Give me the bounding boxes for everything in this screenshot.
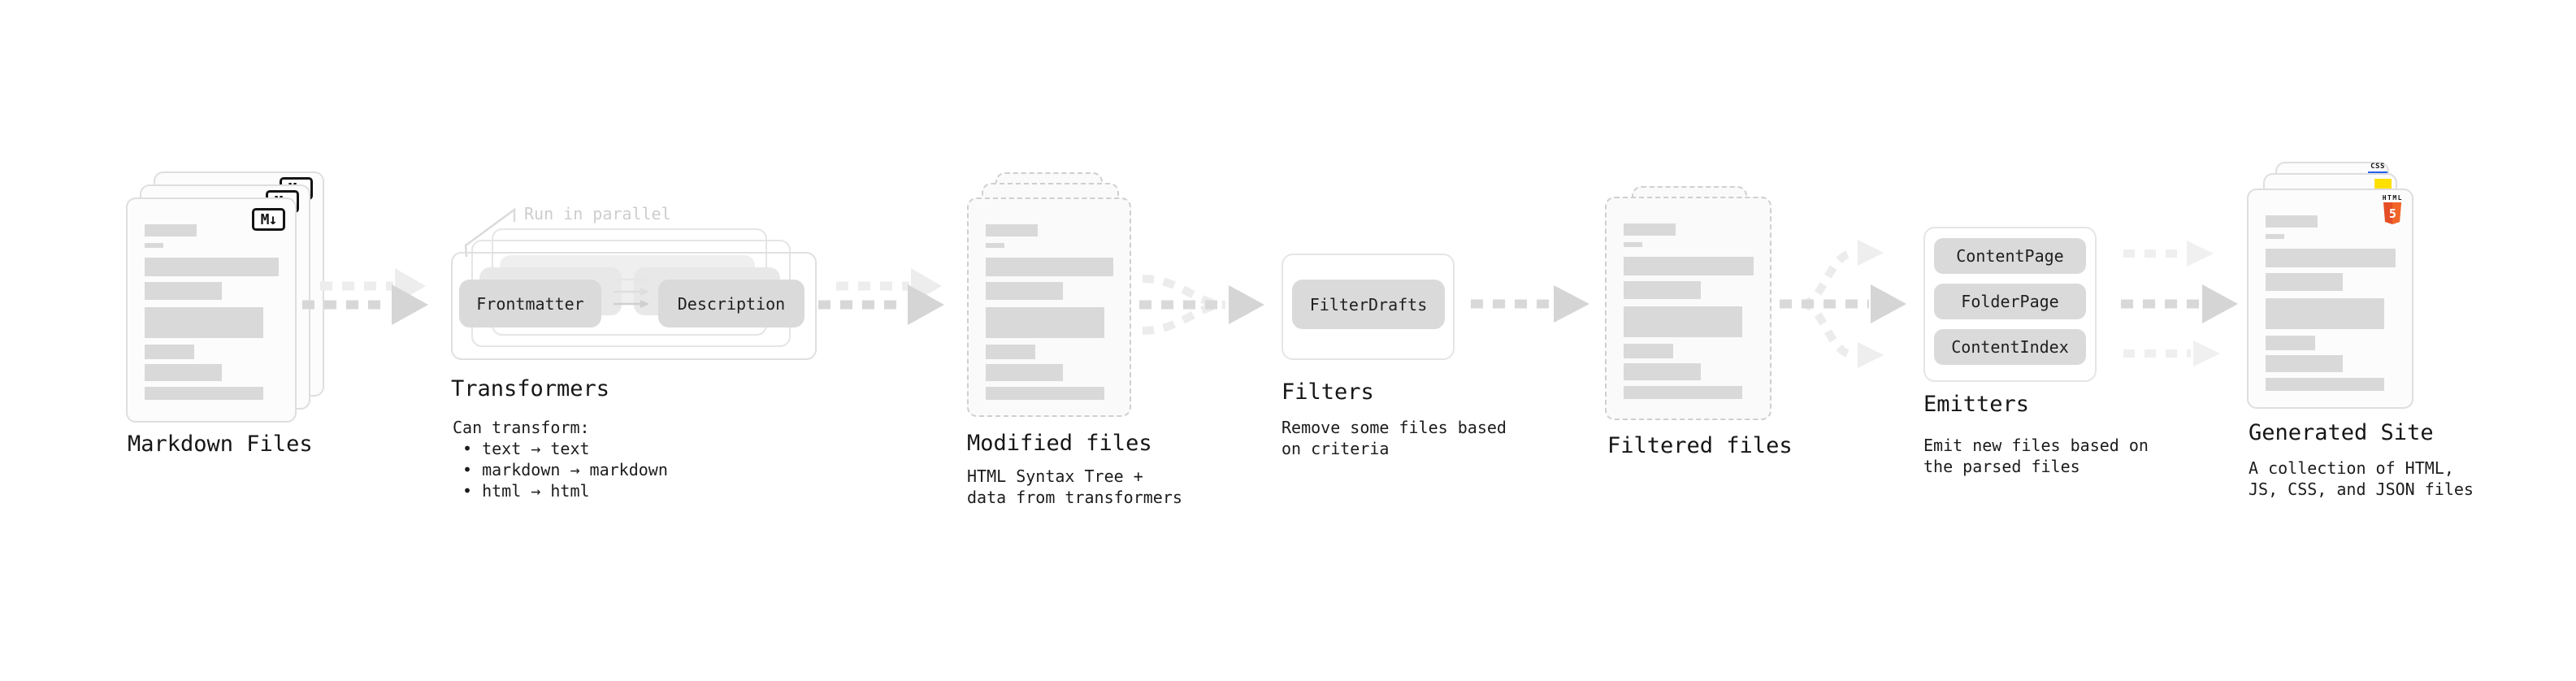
transformer-card-front — [451, 252, 817, 360]
desc-line: A collection of HTML, — [2249, 458, 2454, 478]
skeleton-bar — [2266, 378, 2384, 391]
stage-emitters: ContentPage FolderPage ContentIndex Emit… — [1923, 203, 2159, 496]
js-logo-icon — [2374, 179, 2392, 189]
stage-filtered-files: Filtered files — [1605, 163, 1832, 504]
skeleton-bar — [145, 224, 197, 236]
skeleton-bar — [2266, 298, 2384, 329]
skeleton-bar — [145, 243, 163, 248]
doc-content-skeleton — [986, 224, 1113, 400]
desc-line: Remove some files based — [1281, 418, 1507, 437]
bullet-line: • text → text — [462, 439, 590, 458]
generated-description: A collection of HTML, JS, CSS, and JSON … — [2249, 458, 2474, 500]
desc-line: on criteria — [1281, 439, 1390, 458]
emitter-pill-contentindex: ContentIndex — [1934, 329, 2086, 365]
stage-modified-files: Modified files HTML Syntax Tree + data f… — [967, 158, 1195, 516]
doc-content-skeleton — [2266, 215, 2396, 391]
doc-content-skeleton — [1624, 223, 1754, 399]
bullet-line: • html → html — [462, 481, 590, 501]
flow-arrow-icon — [1471, 285, 1589, 323]
stage-label: Modified files — [967, 431, 1152, 456]
flow-arrow-icon — [302, 268, 428, 325]
skeleton-bar — [1624, 344, 1673, 358]
html5-shield: 5 — [2383, 202, 2402, 224]
desc-line: JS, CSS, and JSON files — [2249, 479, 2474, 499]
filtered-file-card-front — [1605, 197, 1772, 420]
stage-filters: FilterDrafts Filters Remove some files b… — [1281, 219, 1517, 488]
transformer-pill-description: Description — [658, 280, 804, 327]
desc-line: the parsed files — [1923, 457, 2080, 476]
generated-file-card-front: HTML 5 — [2247, 189, 2413, 409]
desc-line: Can transform: — [453, 418, 590, 437]
stage-label: Generated Site — [2249, 420, 2434, 445]
skeleton-bar — [986, 258, 1113, 276]
filter-pill-filterdrafts: FilterDrafts — [1292, 280, 1445, 329]
html5-number: 5 — [2388, 206, 2396, 221]
skeleton-bar — [1624, 306, 1742, 337]
modified-description: HTML Syntax Tree + data from transformer… — [967, 466, 1182, 508]
skeleton-bar — [986, 387, 1104, 400]
skeleton-bar — [2266, 249, 2396, 267]
section-title: Emitters — [1923, 392, 2030, 417]
markdown-logo-icon: M↓ — [252, 208, 285, 231]
skeleton-bar — [986, 282, 1063, 300]
filters-description: Remove some files based on criteria — [1281, 417, 1507, 459]
section-title: Transformers — [451, 376, 610, 401]
skeleton-bar — [1624, 242, 1642, 247]
stage-generated-site: CSS HTML 5 Generated Site A coll — [2247, 158, 2483, 508]
section-title: Filters — [1281, 380, 1374, 405]
emitter-pill-contentpage: ContentPage — [1934, 238, 2086, 274]
triple-arrow-icon — [2121, 241, 2238, 367]
modified-file-card-front — [967, 197, 1131, 417]
stage-markdown-files: M↓ M↓ M↓ Markdown Files — [126, 162, 345, 487]
skeleton-bar — [145, 307, 263, 338]
markdown-file-card-front: M↓ — [126, 197, 297, 423]
desc-line: Emit new files based on — [1923, 436, 2149, 455]
doc-content-skeleton — [145, 224, 279, 400]
skeleton-bar — [1624, 257, 1754, 275]
desc-line: HTML Syntax Tree + — [967, 466, 1143, 486]
skeleton-bar — [1624, 363, 1701, 380]
skeleton-bar — [145, 258, 279, 276]
skeleton-bar — [145, 345, 194, 359]
skeleton-bar — [986, 364, 1063, 381]
css-logo-text: CSS — [2370, 163, 2385, 171]
html5-logo-text: HTML — [2382, 194, 2403, 202]
stage-label: Markdown Files — [128, 432, 313, 457]
skeleton-bar — [145, 364, 222, 381]
skeleton-bar — [2266, 215, 2318, 228]
callout-leader-line — [464, 207, 516, 258]
converge-arrow-icon — [1139, 275, 1264, 335]
skeleton-bar — [986, 345, 1035, 359]
stage-label: Filtered files — [1607, 433, 1793, 458]
skeleton-bar — [1624, 281, 1701, 299]
skeleton-bar — [1624, 386, 1742, 399]
skeleton-bar — [986, 224, 1038, 236]
skeleton-bar — [986, 307, 1104, 338]
skeleton-bar — [145, 282, 222, 300]
flow-arrow-icon — [818, 268, 944, 325]
skeleton-bar — [1624, 223, 1676, 236]
skeleton-bar — [145, 387, 263, 400]
skeleton-bar — [2266, 355, 2343, 372]
skeleton-bar — [2266, 234, 2284, 239]
desc-line: data from transformers — [967, 488, 1182, 507]
html5-logo-icon: HTML 5 — [2383, 194, 2403, 224]
emitters-description: Emit new files based on the parsed files — [1923, 435, 2149, 477]
emitter-pill-folderpage: FolderPage — [1934, 284, 2086, 319]
skeleton-bar — [2266, 273, 2343, 291]
skeleton-bar — [986, 243, 1004, 248]
skeleton-bar — [2266, 336, 2315, 350]
stage-transformers: Run in parallel Frontmatter Description … — [451, 195, 841, 512]
transformer-pill-frontmatter: Frontmatter — [459, 280, 601, 327]
diverge-arrow-icon — [1780, 240, 1906, 368]
bullet-line: • markdown → markdown — [462, 460, 668, 479]
parallel-arrows-icon — [614, 275, 649, 308]
run-in-parallel-note: Run in parallel — [524, 204, 671, 223]
transformers-description: Can transform: • text → text • markdown … — [453, 417, 668, 501]
